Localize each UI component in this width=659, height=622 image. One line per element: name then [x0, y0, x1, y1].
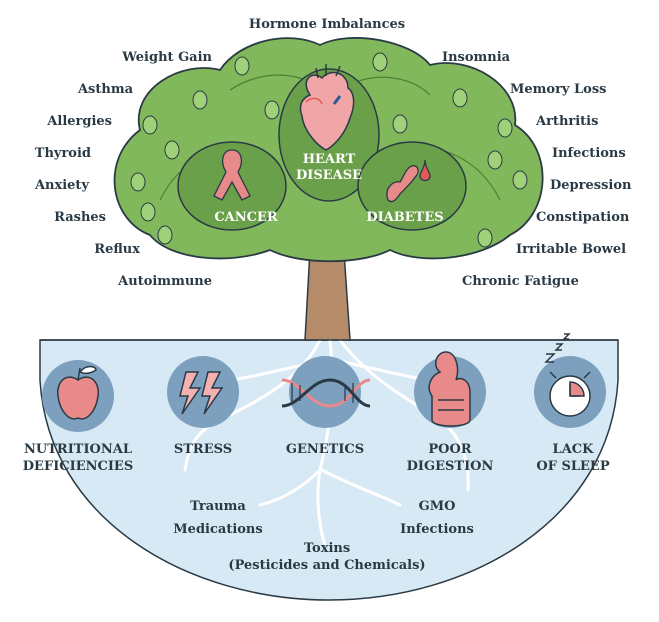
symptom-reflux: Reflux	[94, 242, 140, 257]
dna-icon	[281, 378, 371, 408]
symptom-irritable-bowel: Irritable Bowel	[516, 242, 627, 257]
symptom-weight-gain: Weight Gain	[122, 50, 212, 65]
symptom-arthritis: Arthritis	[536, 114, 599, 129]
symptom-depression: Depression	[550, 178, 632, 193]
symptom-insomnia: Insomnia	[442, 50, 511, 65]
pancreas-icon	[386, 159, 431, 203]
symptom-allergies: Allergies	[47, 114, 112, 129]
dna-icon-bg	[289, 356, 361, 428]
root-label-line2: OF SLEEP	[536, 459, 610, 474]
cause-gmo: GMO	[418, 499, 456, 514]
root-label-line1: LACK	[552, 442, 594, 457]
symptom-thyroid: Thyroid	[34, 146, 91, 161]
symptom-anxiety: Anxiety	[34, 178, 89, 193]
disease-diabetes-label: DIABETES	[366, 210, 444, 225]
cause-infections: Infections	[400, 522, 474, 537]
symptom-memory-loss: Memory Loss	[510, 82, 607, 97]
disease-heart-label: HEART DISEASE	[296, 152, 362, 184]
symptom-asthma: Asthma	[77, 82, 133, 97]
cause-toxins: Toxins	[303, 541, 351, 556]
diabetes-bubble	[357, 141, 467, 231]
symptom-autoimmune: Autoimmune	[118, 274, 212, 289]
root-label-line1: POOR	[428, 442, 472, 457]
cancer-ribbon-icon	[213, 149, 251, 201]
root-stress: STRESS	[174, 441, 232, 458]
root-lack-of-sleep: LACK OF SLEEP	[536, 441, 609, 475]
stomach-icon	[428, 351, 471, 427]
root-label-line1: GENETICS	[285, 442, 365, 457]
root-poor-digestion: POOR DIGESTION	[407, 441, 494, 475]
symptom-chronic-fatigue: Chronic Fatigue	[462, 274, 579, 289]
alarm-clock-icon	[549, 371, 591, 417]
symptom-infections: Infections	[552, 146, 626, 161]
heart-icon	[299, 64, 355, 151]
cause-toxins-detail: (Pesticides and Chemicals)	[228, 558, 426, 573]
root-label-line1: NUTRITIONAL	[24, 442, 132, 457]
root-genetics: GENETICS	[286, 441, 364, 458]
apple-icon	[57, 365, 99, 420]
cause-medications: Medications	[173, 522, 263, 537]
root-label-line1: STRESS	[173, 442, 233, 457]
lightning-icon	[179, 371, 224, 415]
symptom-rashes: Rashes	[54, 210, 106, 225]
root-label-line2: DIGESTION	[406, 459, 494, 474]
root-nutritional-deficiencies: NUTRITIONAL DEFICIENCIES	[23, 441, 133, 475]
heart-label-line2: DISEASE	[295, 168, 363, 183]
heart-label-line1: HEART	[302, 152, 356, 167]
symptom-constipation: Constipation	[536, 210, 630, 225]
cause-trauma: Trauma	[190, 499, 246, 514]
symptom-hormone-imbalances: Hormone Imbalances	[248, 17, 406, 32]
cancer-bubble	[177, 141, 287, 231]
root-label-line2: DEFICIENCIES	[22, 459, 134, 474]
sleep-z-icon	[544, 333, 571, 363]
disease-cancer-label: CANCER	[214, 210, 278, 225]
